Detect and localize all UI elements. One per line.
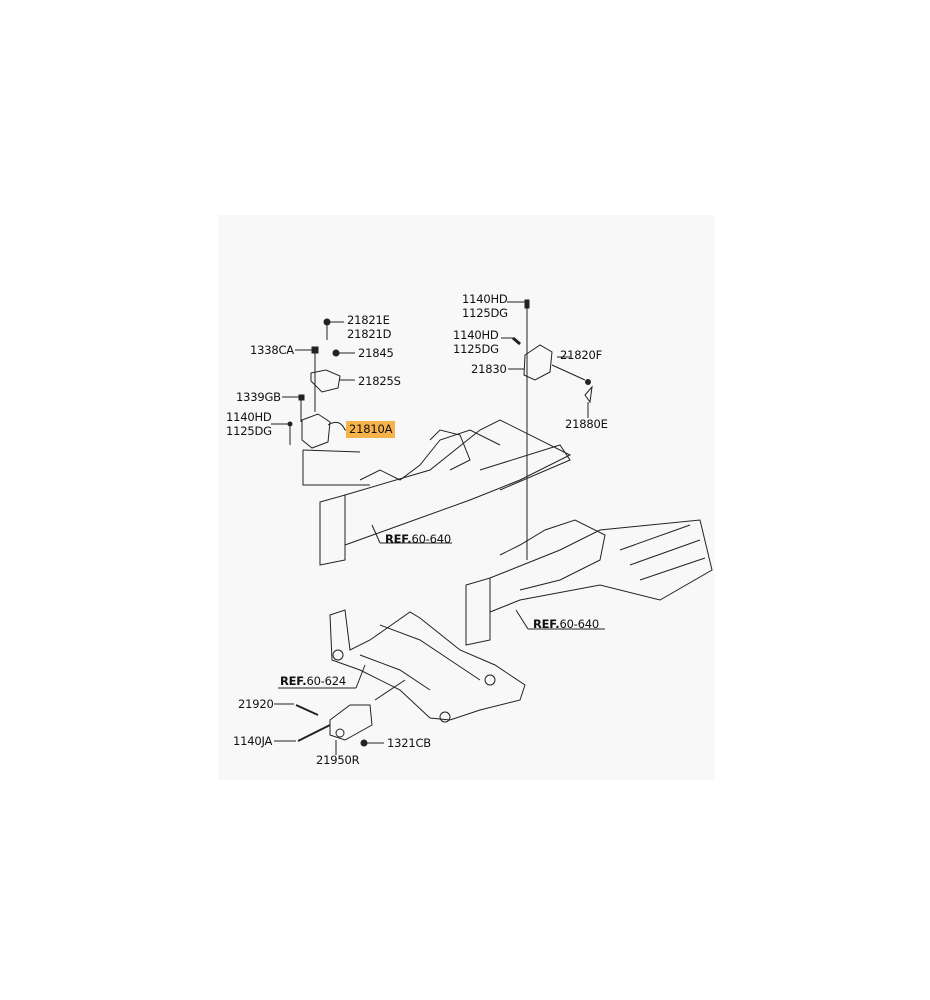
right-mount-assembly — [501, 299, 593, 560]
part-label-21950R[interactable]: 21950R — [316, 753, 360, 767]
part-label-1140HD[interactable]: 1140HD — [453, 328, 499, 342]
part-label-1339GB[interactable]: 1339GB — [236, 390, 281, 404]
part-label-1125DG[interactable]: 1125DG — [462, 306, 508, 320]
left-mount-assembly — [271, 318, 370, 486]
part-label-21821D[interactable]: 21821D — [347, 327, 392, 341]
part-label-1140HD[interactable]: 1140HD — [226, 410, 272, 424]
ref-prefix: REF. — [280, 674, 307, 688]
part-label-21820F[interactable]: 21820F — [560, 348, 602, 362]
part-label-1321CB[interactable]: 1321CB — [387, 736, 431, 750]
part-label-1338CA[interactable]: 1338CA — [250, 343, 294, 357]
part-label-21810A-highlighted[interactable]: 21810A — [346, 421, 396, 438]
ref-code: 60-640 — [559, 617, 599, 631]
ref-code: 60-640 — [411, 532, 451, 546]
reference-link-60-640[interactable]: REF.60-640 — [533, 618, 599, 631]
part-label-1125DG[interactable]: 1125DG — [453, 342, 499, 356]
part-label-21821E[interactable]: 21821E — [347, 313, 390, 327]
part-label-21880E[interactable]: 21880E — [565, 417, 608, 431]
part-label-21825S[interactable]: 21825S — [358, 374, 401, 388]
subframe — [278, 609, 526, 723]
reference-link-60-640[interactable]: REF.60-640 — [385, 533, 451, 546]
right-frame-rail — [465, 519, 713, 646]
part-label-1140HD[interactable]: 1140HD — [462, 292, 508, 306]
ref-prefix: REF. — [533, 617, 560, 631]
diagram-panel — [218, 215, 715, 780]
part-label-21845[interactable]: 21845 — [358, 346, 394, 360]
part-label-21920[interactable]: 21920 — [238, 697, 274, 711]
part-label-1140JA[interactable]: 1140JA — [233, 734, 273, 748]
reference-link-60-624[interactable]: REF.60-624 — [280, 675, 346, 688]
ref-code: 60-624 — [306, 674, 346, 688]
part-label-1125DG[interactable]: 1125DG — [226, 424, 272, 438]
ref-prefix: REF. — [385, 532, 412, 546]
part-label-21830[interactable]: 21830 — [471, 362, 507, 376]
left-frame-rail — [319, 419, 572, 566]
rear-mount — [274, 679, 406, 755]
